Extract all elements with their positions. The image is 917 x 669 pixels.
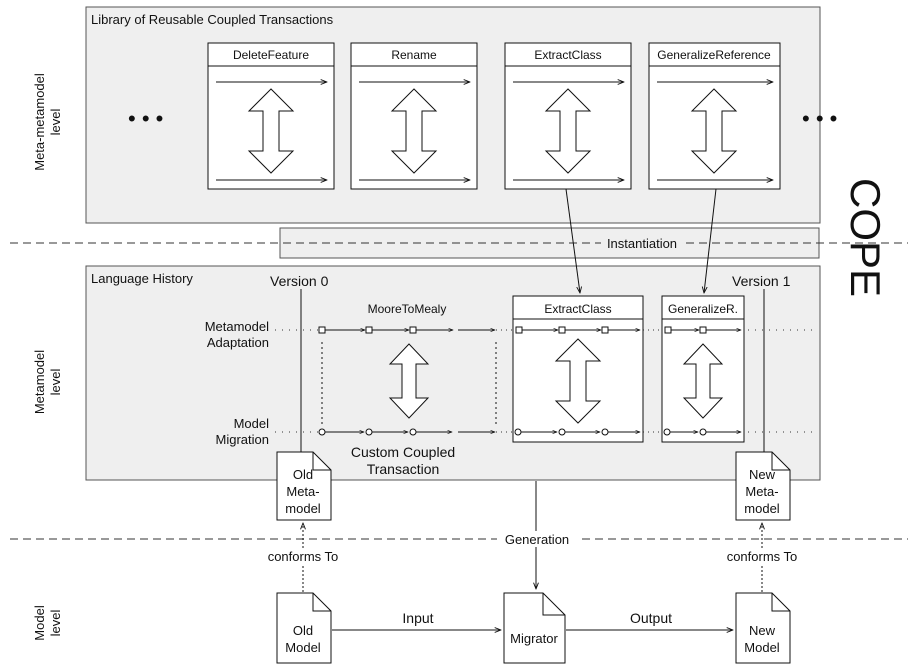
transaction-name: ExtractClass [544,302,611,316]
svg-text:conforms To: conforms To [268,549,339,564]
custom-transaction-moore-to-mealy: MooreToMealy Custom Coupled Transaction [318,302,497,477]
output-label: Output [630,610,672,626]
library-ellipsis-right: • • • [802,106,837,131]
svg-text:Metamodel: Metamodel [32,350,47,414]
svg-text:Generation: Generation [505,532,569,547]
input-label: Input [402,610,433,626]
transaction-name: DeleteFeature [233,48,309,62]
transaction-name: ExtractClass [534,48,601,62]
custom-transaction-name: MooreToMealy [368,302,447,316]
cope-label: COPE [842,178,889,297]
instantiation-label: Instantiation [601,235,683,251]
version-0-label: Version 0 [270,273,329,289]
svg-text:Meta-metamodel: Meta-metamodel [32,73,47,171]
svg-text:Metamodel: Metamodel [205,319,269,334]
transaction-generalize-reference: GeneralizeReference [648,42,781,190]
custom-transaction-caption-line2: Transaction [367,461,440,477]
svg-text:model: model [285,501,321,516]
migrator-document: Migrator [503,592,566,664]
new-model-document: New Model [735,592,791,664]
history-transaction-extract-class: ExtractClass [496,295,644,443]
language-history-title: Language History [91,271,193,286]
svg-text:Migration: Migration [216,432,269,447]
metamodel-steps [318,326,495,334]
svg-text:Meta-: Meta- [286,484,319,499]
level-label-model: Model level [32,605,63,641]
new-metamodel-document: New Meta- model [735,451,791,521]
old-metamodel-document: Old Meta- model [276,451,332,521]
svg-text:Adaptation: Adaptation [207,335,269,350]
level-label-metamodel: Metamodel level [32,350,63,414]
library-ellipsis-left: • • • [128,106,163,131]
svg-text:Model: Model [285,640,321,655]
transaction-rename: Rename [350,42,478,190]
svg-text:Old: Old [293,467,313,482]
instantiation-arrow-generalize-reference [704,188,717,293]
svg-text:level: level [48,109,63,136]
conforms-to-label-right: conforms To [719,549,805,565]
svg-text:level: level [48,610,63,637]
old-model-document: Old Model [276,592,332,664]
svg-text:New: New [749,623,776,638]
library-title: Library of Reusable Coupled Transactions [91,12,334,27]
svg-text:Migrator: Migrator [510,631,558,646]
history-transaction-generalize-reference: GeneralizeR. [643,295,745,443]
transaction-delete-feature: DeleteFeature [207,42,335,190]
svg-text:Model: Model [32,605,47,641]
instantiation-arrow-extract-class [565,188,580,293]
row-label-metamodel-adaptation: Metamodel Adaptation [205,319,269,350]
custom-transaction-caption-line1: Custom Coupled [351,444,455,460]
transaction-name: GeneralizeR. [668,302,738,316]
transaction-extract-class: ExtractClass [504,42,632,190]
svg-text:New: New [749,467,776,482]
svg-text:Meta-: Meta- [745,484,778,499]
svg-text:level: level [48,369,63,396]
model-steps [318,428,495,436]
transaction-name: Rename [391,48,437,62]
svg-text:model: model [744,501,780,516]
svg-text:Old: Old [293,623,313,638]
svg-text:Instantiation: Instantiation [607,236,677,251]
svg-text:Model: Model [234,416,270,431]
transaction-name: GeneralizeReference [657,48,771,62]
svg-text:conforms To: conforms To [727,549,798,564]
version-1-label: Version 1 [732,273,791,289]
svg-text:Model: Model [744,640,780,655]
conforms-to-label-left: conforms To [260,549,346,565]
generation-label: Generation [497,531,577,547]
level-label-meta-metamodel: Meta-metamodel level [32,73,63,171]
row-label-model-migration: Model Migration [216,416,270,447]
